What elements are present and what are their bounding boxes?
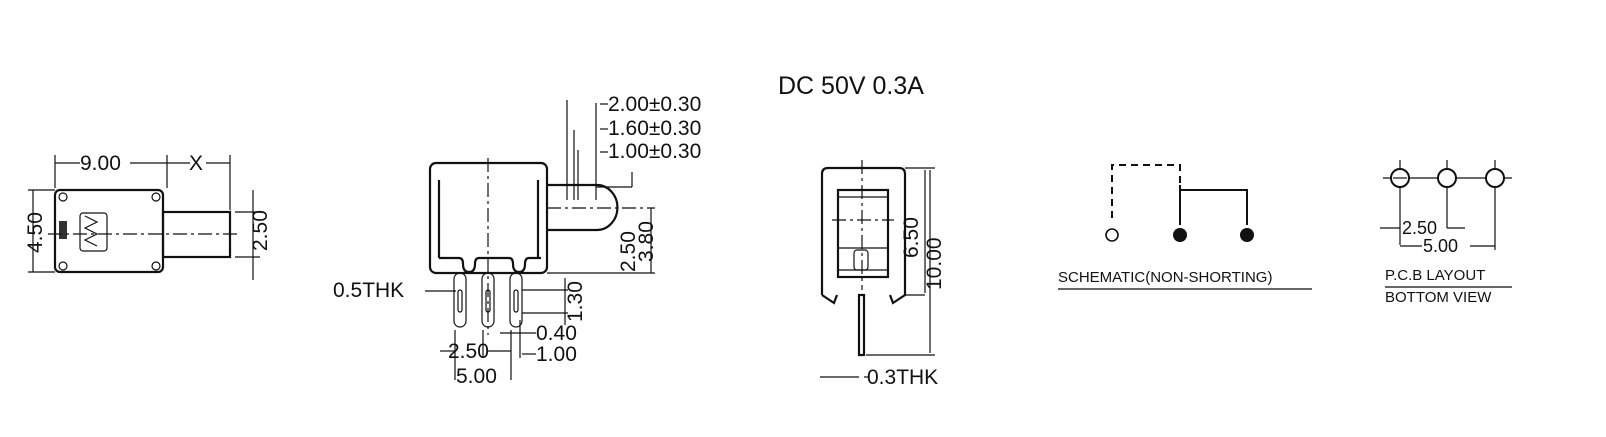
dim-total-height: 10.00 xyxy=(923,237,946,290)
pin xyxy=(857,293,866,357)
dim-pin-width: 1.00 xyxy=(536,343,577,366)
dim-pcb-span: 5.00 xyxy=(1423,236,1458,256)
dim-inner-height: 6.50 xyxy=(900,217,923,258)
pad-icon xyxy=(1485,168,1505,188)
dim-travel-3: 1.00±0.30 xyxy=(608,140,701,163)
side-view: 6.50 10.00 0.3THK xyxy=(820,160,946,389)
body-outline xyxy=(53,188,165,274)
dim-slot-length: 1.30 xyxy=(564,281,587,322)
dim-shaft-dia: 2.50 xyxy=(249,210,272,251)
dim-travel-1: 2.00±0.30 xyxy=(608,93,701,116)
top-view: 9.00 X 4.50 2.50 xyxy=(24,152,272,280)
dim-height: 4.50 xyxy=(24,212,47,253)
dim-shaft-height: 2.50 xyxy=(617,231,640,272)
dim-shaft: X xyxy=(189,152,203,175)
body-outline xyxy=(820,166,907,305)
front-view: 2.00±0.30 1.60±0.30 1.00±0.30 2.50 3.80 … xyxy=(333,93,701,388)
pcb-label: P.C.B LAYOUT xyxy=(1385,267,1485,284)
closed-terminal-icon xyxy=(1240,228,1254,242)
dim-pin-thickness: 0.3THK xyxy=(867,366,938,389)
open-terminal-icon xyxy=(1105,228,1119,242)
bottom-view-label: BOTTOM VIEW xyxy=(1385,289,1492,306)
spring-icon xyxy=(79,212,108,252)
dim-shaft-center: 3.80 xyxy=(635,221,658,262)
schematic-label: SCHEMATIC(NON-SHORTING) xyxy=(1058,269,1272,286)
dim-pin-span: 5.00 xyxy=(456,365,497,388)
dim-travel-2: 1.60±0.30 xyxy=(608,117,701,140)
dim-pin-pitch: 2.50 xyxy=(448,340,489,363)
dim-length: 9.00 xyxy=(80,152,121,175)
pad-icon xyxy=(1437,168,1457,188)
dim-pin-thickness: 0.5THK xyxy=(333,279,404,302)
dim-pcb-pitch: 2.50 xyxy=(1402,218,1437,238)
closed-terminal-icon xyxy=(1173,228,1187,242)
pcb-layout: 2.50 5.00 P.C.B LAYOUT BOTTOM VIEW xyxy=(1380,160,1512,306)
schematic: SCHEMATIC(NON-SHORTING) xyxy=(1058,164,1312,290)
dim-slot-width: 0.40 xyxy=(536,322,577,345)
rating-title: DC 50V 0.3A xyxy=(778,72,924,100)
pins xyxy=(453,272,523,328)
